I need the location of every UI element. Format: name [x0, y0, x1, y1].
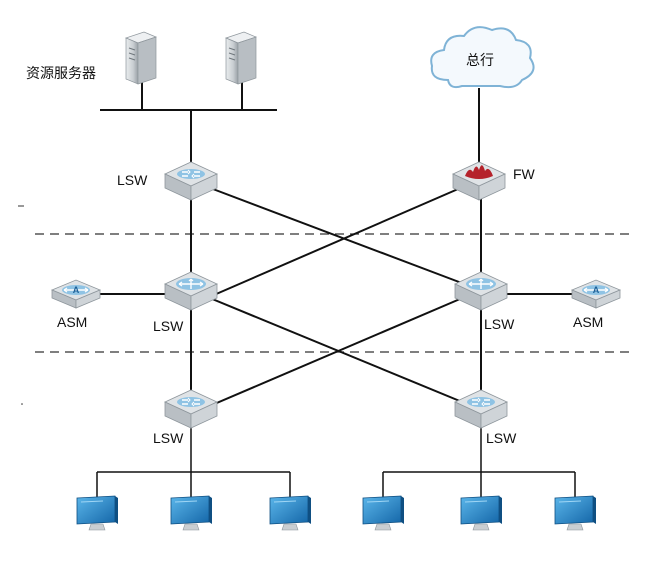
- asm-icon: [51, 279, 101, 309]
- edge-dot: [21, 403, 23, 405]
- cloud-icon: [430, 26, 535, 89]
- monitor-icon: [554, 495, 597, 531]
- monitor-icon: [460, 495, 503, 531]
- server-icon: [125, 31, 157, 85]
- monitor-icon: [76, 495, 119, 531]
- link-core-left-access-right: [204, 295, 468, 405]
- link-core-right-access-left: [204, 295, 468, 409]
- resource-server-label: 资源服务器: [26, 66, 96, 82]
- monitor-icon: [170, 495, 213, 531]
- asm-right-label: ASM: [573, 314, 604, 330]
- link-fw-core-left: [206, 185, 466, 299]
- lsw-access-right-label: LSW: [486, 430, 517, 446]
- lsw-access-left-label: LSW: [153, 430, 184, 446]
- firewall-icon: [452, 161, 506, 201]
- switch-icon: [164, 161, 218, 201]
- lsw-core-left-label: LSW: [153, 318, 184, 334]
- asm-icon: [571, 279, 621, 309]
- monitor-icon: [362, 495, 405, 531]
- fw-label: FW: [513, 166, 535, 182]
- lsw-core-right-label: LSW: [484, 316, 515, 332]
- core-switch-icon: [454, 271, 508, 311]
- link-lsw-top-core-right: [204, 185, 468, 286]
- asm-left-label: ASM: [57, 314, 88, 330]
- switch-icon: [454, 389, 508, 429]
- core-switch-icon: [164, 271, 218, 311]
- server-icon: [225, 31, 257, 85]
- hq-label: 总行: [466, 53, 494, 69]
- monitor-icon: [269, 495, 312, 531]
- switch-icon: [164, 389, 218, 429]
- lsw-top-label: LSW: [117, 172, 148, 188]
